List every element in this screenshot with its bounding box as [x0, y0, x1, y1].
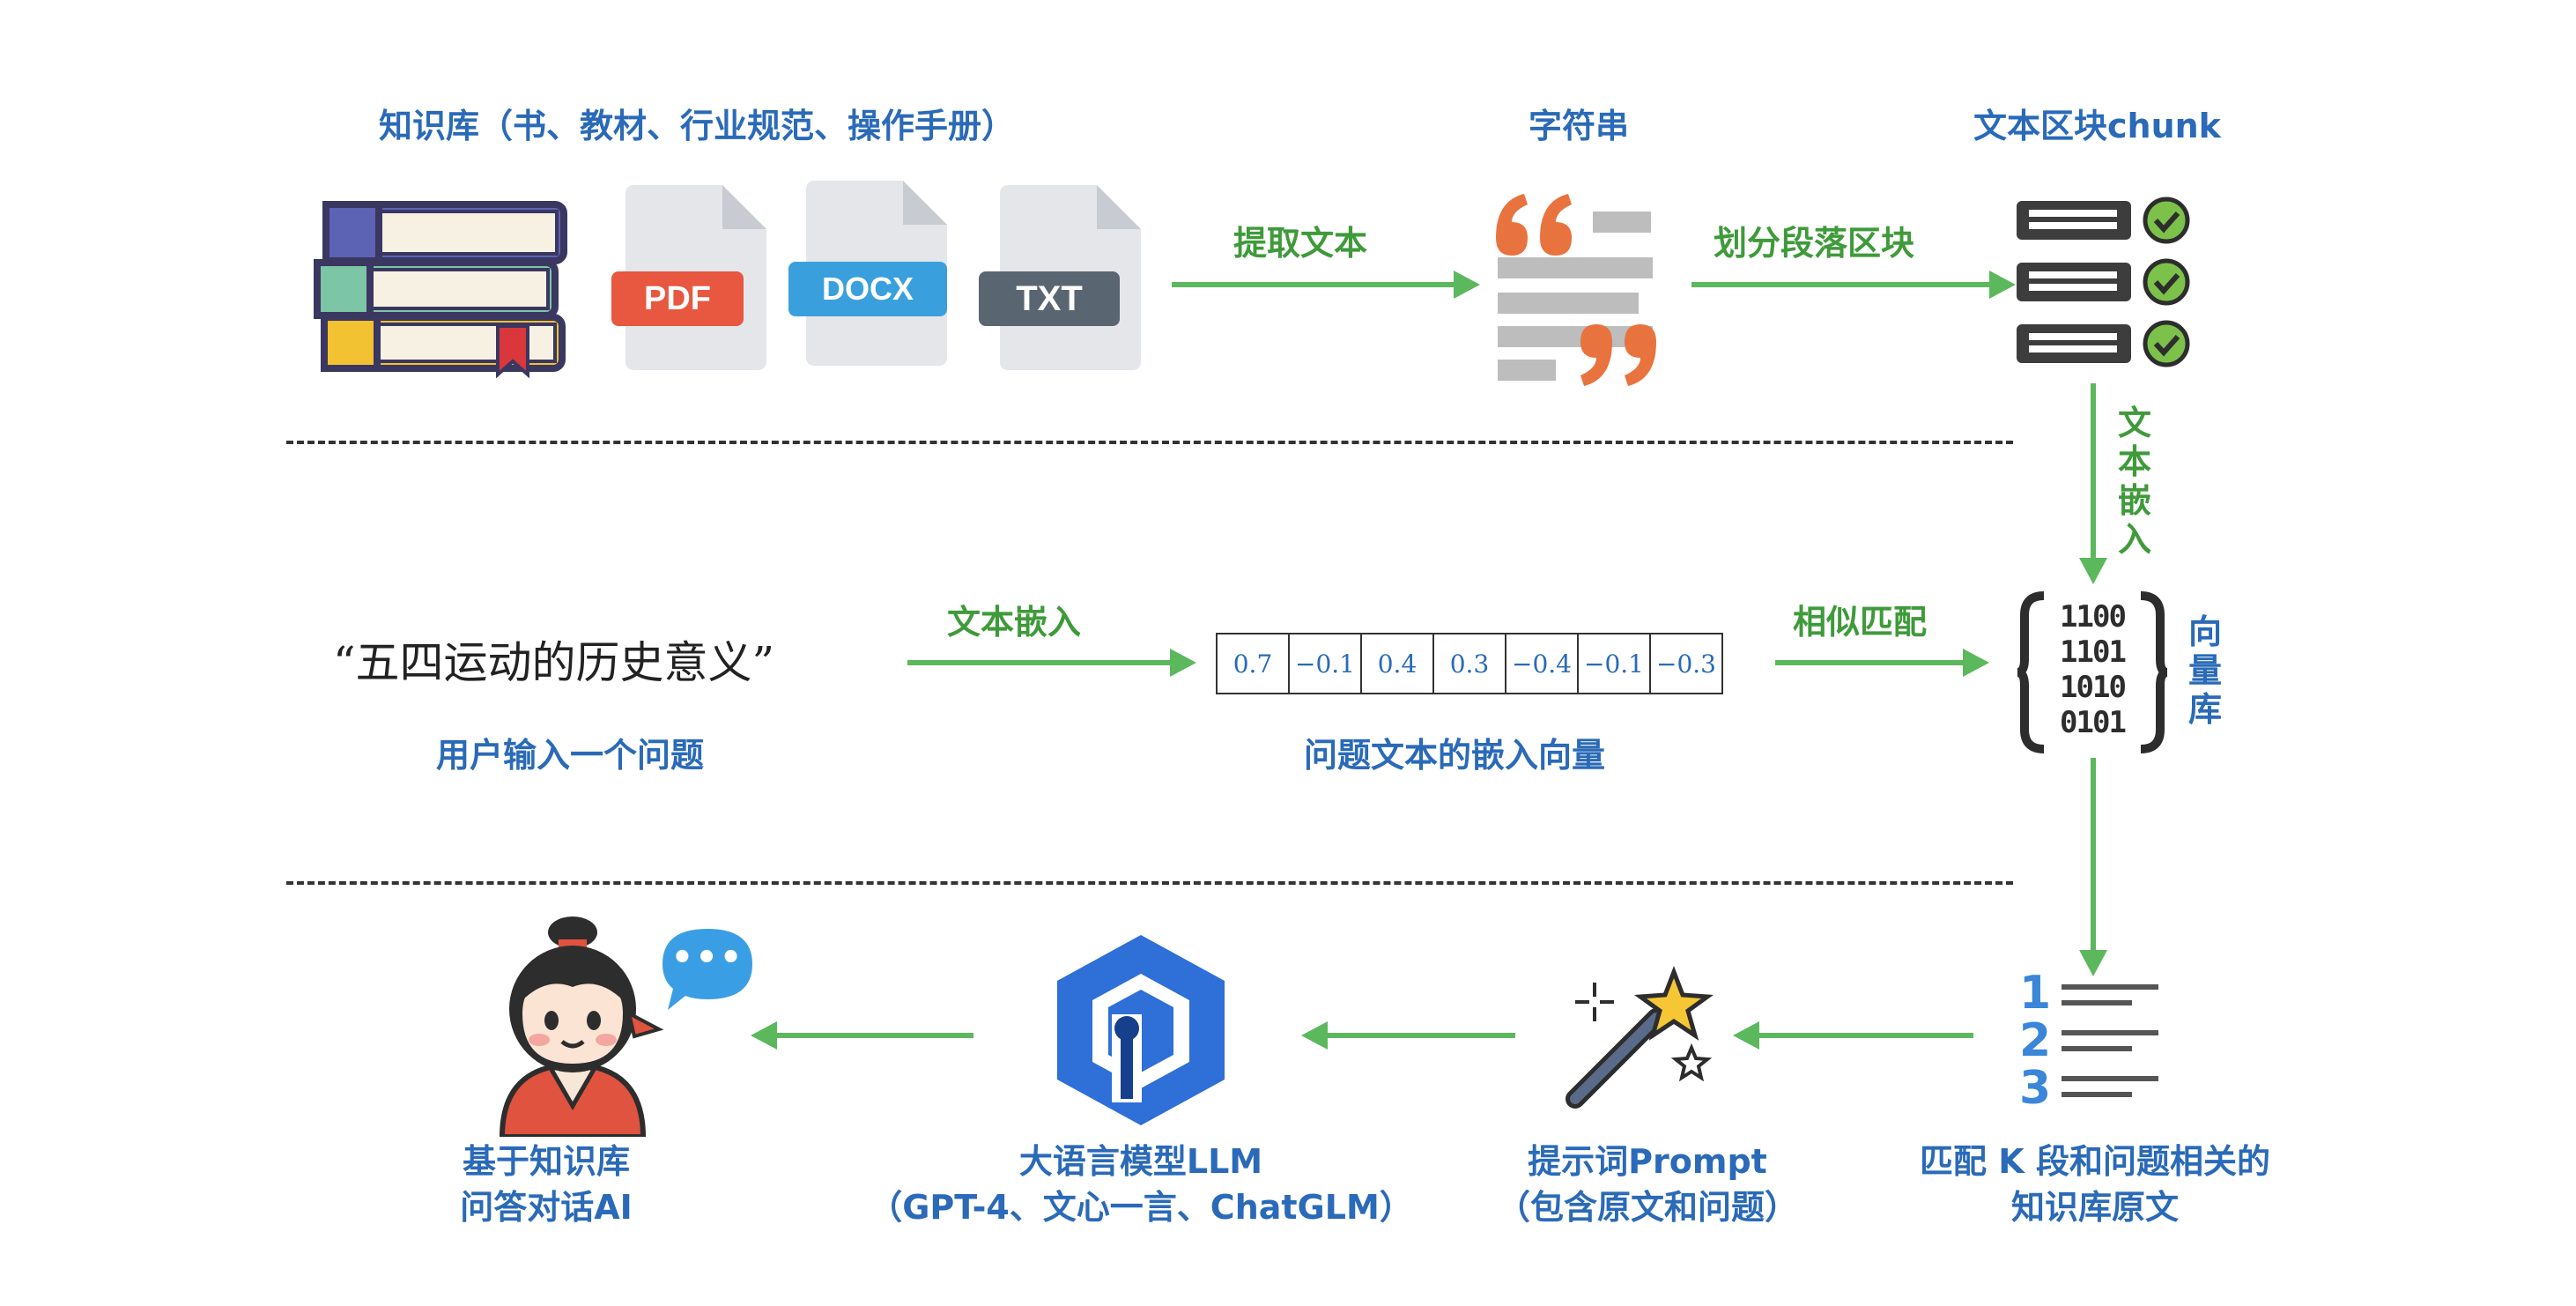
matched-line-2: 知识库原文 — [2010, 1188, 2179, 1227]
extract-text-label: 提取文本 — [1233, 224, 1368, 263]
string-label: 字符串 — [1529, 107, 1630, 145]
embed-query-label: 文本嵌入 — [947, 603, 1082, 642]
match-arrow-line — [2091, 758, 2096, 952]
binary-row: 1101 — [2060, 634, 2127, 670]
prompt-line-2: （包含原文和问题） — [1496, 1188, 1798, 1227]
docx-label: DOCX — [788, 262, 947, 316]
extract-arrow-head — [1454, 271, 1480, 299]
vector-cell: −0.1 — [1290, 634, 1362, 693]
prompt-label: 提示词Prompt （包含原文和问题） — [1462, 1139, 1832, 1230]
match-arrow-head — [2079, 950, 2107, 976]
list-number: 1 — [2019, 967, 2052, 1020]
prompt-line-1: 提示词Prompt — [1528, 1142, 1767, 1181]
vector-cell: −0.4 — [1506, 634, 1579, 693]
embed-chunks-arrow-head — [2079, 558, 2107, 584]
split-chunks-label: 划分段落区块 — [1714, 224, 1915, 263]
matched-text-label: 匹配 K 段和问题相关的 知识库原文 — [1901, 1139, 2289, 1230]
vector-cell: 0.7 — [1218, 634, 1290, 693]
separator-bottom — [286, 881, 2013, 885]
llm-label: 大语言模型LLM （GPT-4、文心一言、ChatGLM） — [833, 1139, 1449, 1230]
embed-chunks-arrow-line — [2091, 383, 2096, 560]
similarity-arrow-head — [1963, 649, 1989, 677]
binary-rows: 1100 1101 1010 0101 — [2042, 599, 2143, 740]
chat-bubble-icon: ••• — [659, 925, 756, 1017]
to-ai-arrow-line — [775, 1033, 973, 1038]
list-number: 2 — [2019, 1014, 2052, 1067]
knowledge-base-label: 知识库（书、教材、行业规范、操作手册） — [379, 107, 1016, 145]
to-prompt-arrow-head — [1733, 1021, 1759, 1050]
chat-bubble-dots: ••• — [670, 938, 744, 978]
separator-top — [286, 441, 2013, 444]
query-vector-label: 问题文本的嵌入向量 — [1304, 736, 1606, 775]
to-ai-arrow-head — [751, 1021, 777, 1050]
extract-arrow-line — [1172, 282, 1455, 287]
split-arrow-line — [1691, 282, 1991, 287]
similarity-arrow-line — [1775, 660, 1965, 665]
chunk-list-icon — [2013, 194, 2198, 374]
llm-line-1: 大语言模型LLM — [1018, 1142, 1263, 1181]
embedding-vector: 0.7 −0.1 0.4 0.3 −0.4 −0.1 −0.3 — [1216, 633, 1723, 694]
ai-line-1: 基于知识库 — [462, 1142, 630, 1181]
vector-db-icon: 1100 1101 1010 0101 — [2017, 589, 2168, 760]
query-text: “五四运动的历史意义” — [333, 637, 775, 688]
split-arrow-head — [1989, 271, 2016, 299]
to-llm-arrow-line — [1326, 1033, 1515, 1038]
quote-text-icon — [1489, 185, 1665, 391]
docx-file-icon: DOCX — [788, 181, 947, 369]
user-input-label: 用户输入一个问题 — [436, 736, 705, 775]
embed-query-arrow-line — [907, 660, 1172, 665]
binary-row: 1100 — [2060, 599, 2127, 634]
to-prompt-arrow-line — [1758, 1033, 1973, 1038]
list-number: 3 — [2019, 1062, 2052, 1115]
embed-query-arrow-head — [1170, 649, 1196, 677]
binary-row: 0101 — [2060, 705, 2127, 740]
magic-wand-icon — [1559, 956, 1718, 1118]
pdf-label: PDF — [611, 271, 744, 326]
txt-file-icon: TXT — [979, 185, 1141, 374]
binary-row: 1010 — [2060, 670, 2127, 705]
similarity-label: 相似匹配 — [1793, 603, 1928, 642]
pdf-file-icon: PDF — [611, 185, 766, 374]
to-llm-arrow-head — [1301, 1021, 1328, 1050]
txt-label: TXT — [979, 271, 1120, 326]
vector-cell: −0.3 — [1656, 649, 1716, 679]
vector-cell: −0.1 — [1579, 634, 1651, 693]
matched-line-1: 匹配 K 段和问题相关的 — [1920, 1142, 2270, 1181]
embed-chunks-label: 文本嵌入 — [2117, 404, 2151, 559]
chunk-label: 文本区块chunk — [1973, 107, 2221, 145]
books-icon — [308, 185, 581, 382]
vector-db-label: 向量库 — [2187, 612, 2222, 729]
llm-line-2: （GPT-4、文心一言、ChatGLM） — [869, 1188, 1413, 1227]
ranked-list-icon: 1 2 3 — [2017, 967, 2167, 1118]
ai-line-2: 问答对话AI — [460, 1188, 633, 1227]
ai-avatar-icon — [467, 916, 678, 1140]
vector-cell: 0.3 — [1434, 634, 1506, 693]
llm-cube-icon — [1048, 930, 1233, 1136]
ai-label: 基于知识库 问答对话AI — [414, 1139, 678, 1230]
vector-cell: 0.4 — [1362, 634, 1434, 693]
